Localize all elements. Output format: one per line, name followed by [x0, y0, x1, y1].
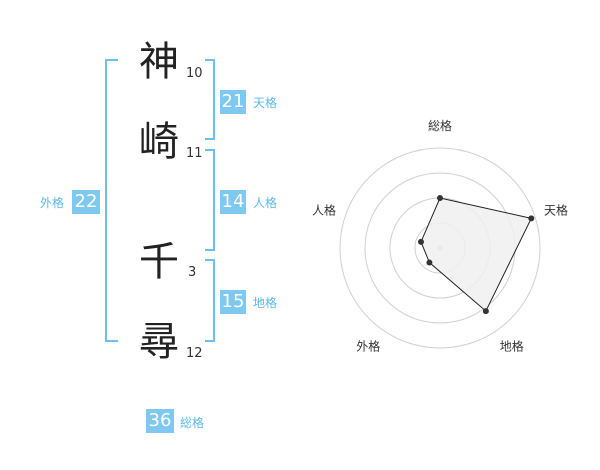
tenkaku-bracket — [205, 59, 215, 140]
jinkaku-label: 人格 — [253, 196, 278, 210]
stroke-count-1: 10 — [186, 66, 203, 81]
tenkaku-value: 21 — [220, 90, 246, 114]
stroke-count-2: 11 — [186, 146, 203, 161]
name-char-4: 尋 — [139, 319, 179, 365]
radar-axis-label-3: 外格 — [356, 339, 380, 354]
jinkaku-bracket — [205, 149, 215, 251]
stroke-count-3: 3 — [188, 265, 197, 280]
chikaku-value: 15 — [220, 290, 246, 314]
soukaku-label: 総格 — [180, 416, 205, 430]
radar-axis-label-4: 人格 — [312, 202, 336, 217]
name-char-2: 崎 — [139, 119, 179, 165]
name-char-1: 神 — [139, 39, 179, 85]
chikaku-label: 地格 — [253, 296, 278, 310]
name-char-3: 千 — [139, 239, 179, 285]
chikaku-bracket — [205, 259, 215, 342]
tenkaku-label: 天格 — [253, 96, 278, 110]
radar-ring-4 — [339, 147, 541, 349]
gaikaku-value: 22 — [72, 190, 100, 214]
radar-polygon — [420, 197, 533, 312]
radar-axis-label-2: 地格 — [500, 339, 524, 354]
radar-axis-label-0: 総格 — [428, 118, 452, 133]
stroke-count-4: 12 — [186, 346, 203, 361]
radar-axis-label-1: 天格 — [544, 202, 568, 217]
gaikaku-label: 外格 — [40, 196, 65, 210]
radar-point-4 — [417, 238, 424, 245]
soukaku-value: 36 — [146, 409, 174, 433]
jinkaku-value: 14 — [220, 190, 246, 214]
radar-point-0 — [437, 195, 443, 201]
radar-point-2 — [482, 308, 489, 315]
radar-point-1 — [528, 215, 535, 222]
gaikaku-bracket — [105, 59, 118, 342]
radar-point-3 — [426, 259, 433, 266]
